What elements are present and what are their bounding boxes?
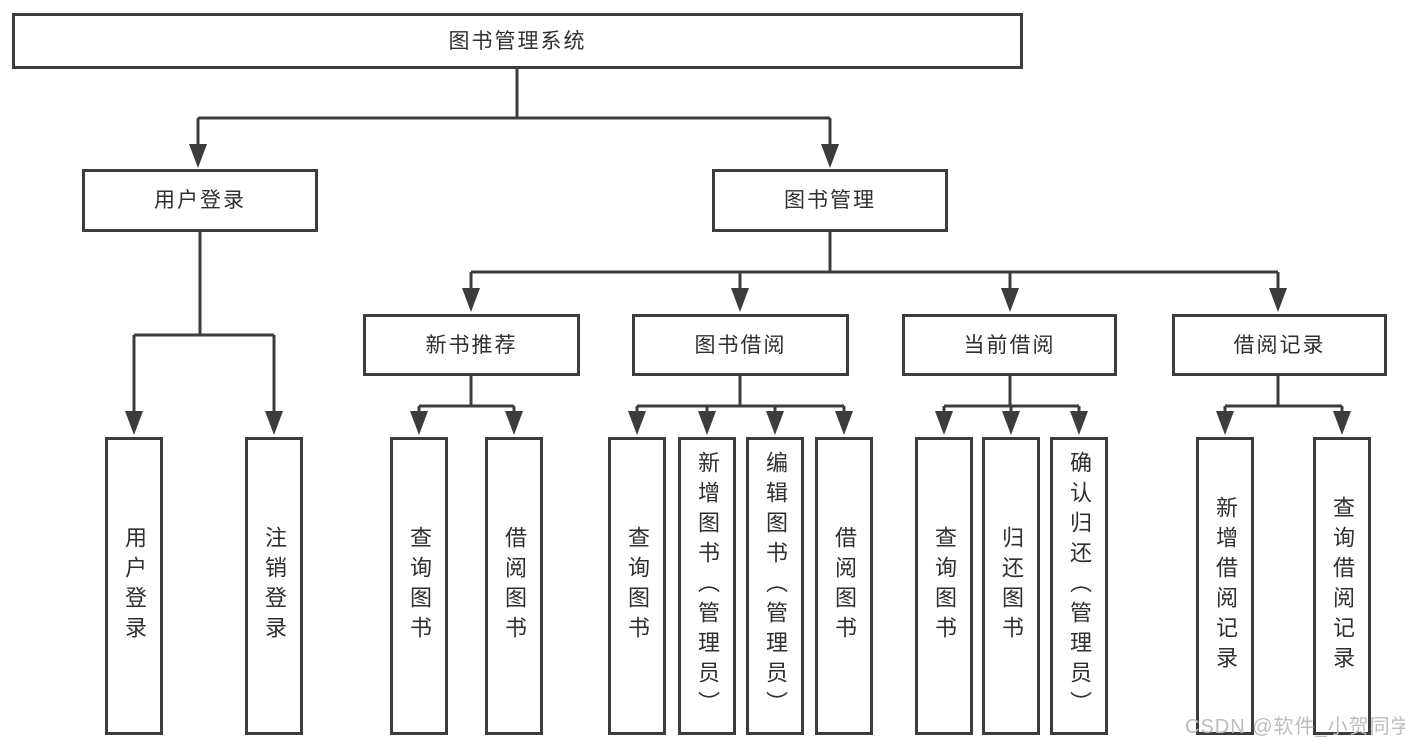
node-book-borrowing: 图书借阅 (632, 314, 849, 376)
leaf-logout: 注销登录 (245, 437, 303, 735)
arrow-icon (189, 144, 207, 168)
arrow-icon (125, 411, 143, 435)
arrow-icon (935, 411, 953, 435)
connector-book-borrowing (635, 376, 846, 413)
leaf-confirm-return-admin: 确认归还（管理员） (1050, 437, 1108, 735)
leaf-return-books: 归还图书 (982, 437, 1040, 735)
connector-current-borrowing (942, 376, 1081, 413)
arrow-icon (1333, 411, 1351, 435)
leaf-edit-books-admin: 编辑图书（管理员） (746, 437, 804, 735)
arrow-icon (265, 411, 283, 435)
csdn-watermark: CSDN @软件_小贺同学 (1185, 716, 1405, 738)
arrow-icon (1002, 411, 1020, 435)
arrowheads (125, 144, 1351, 435)
node-book-management: 图书管理 (712, 169, 948, 232)
node-current-borrowing: 当前借阅 (902, 314, 1117, 376)
leaf-add-borrow-record: 新增借阅记录 (1196, 437, 1254, 735)
arrow-icon (698, 411, 716, 435)
leaf-query-books-current: 查询图书 (915, 437, 973, 735)
arrow-icon (835, 411, 853, 435)
arrow-icon (821, 144, 839, 168)
arrow-icon (731, 288, 749, 312)
arrow-icon (462, 288, 480, 312)
arrow-icon (1070, 411, 1088, 435)
arrow-icon (505, 411, 523, 435)
node-new-book-recommendation: 新书推荐 (363, 314, 580, 376)
arrow-icon (1001, 288, 1019, 312)
connector-new-books (417, 376, 516, 413)
leaf-query-borrow-record: 查询借阅记录 (1313, 437, 1371, 735)
arrow-icon (628, 411, 646, 435)
arrow-icon (766, 411, 784, 435)
leaf-add-books-admin: 新增图书（管理员） (678, 437, 736, 735)
node-user-login: 用户登录 (82, 169, 318, 232)
connector-borrow-records (1223, 376, 1344, 413)
leaf-query-books-recommend: 查询图书 (390, 437, 448, 735)
node-library-system: 图书管理系统 (12, 13, 1023, 69)
leaf-user-login: 用户登录 (105, 437, 163, 735)
leaf-borrow-books-borrowing: 借阅图书 (815, 437, 873, 735)
connector-root (196, 69, 832, 146)
leaf-query-books-borrowing: 查询图书 (608, 437, 666, 735)
arrow-icon (410, 411, 428, 435)
leaf-borrow-books-recommend: 借阅图书 (485, 437, 543, 735)
connector-book-management (469, 232, 1280, 290)
arrow-icon (1269, 288, 1287, 312)
connector-user-login (132, 232, 276, 413)
node-borrow-records: 借阅记录 (1172, 314, 1387, 376)
arrow-icon (1216, 411, 1234, 435)
